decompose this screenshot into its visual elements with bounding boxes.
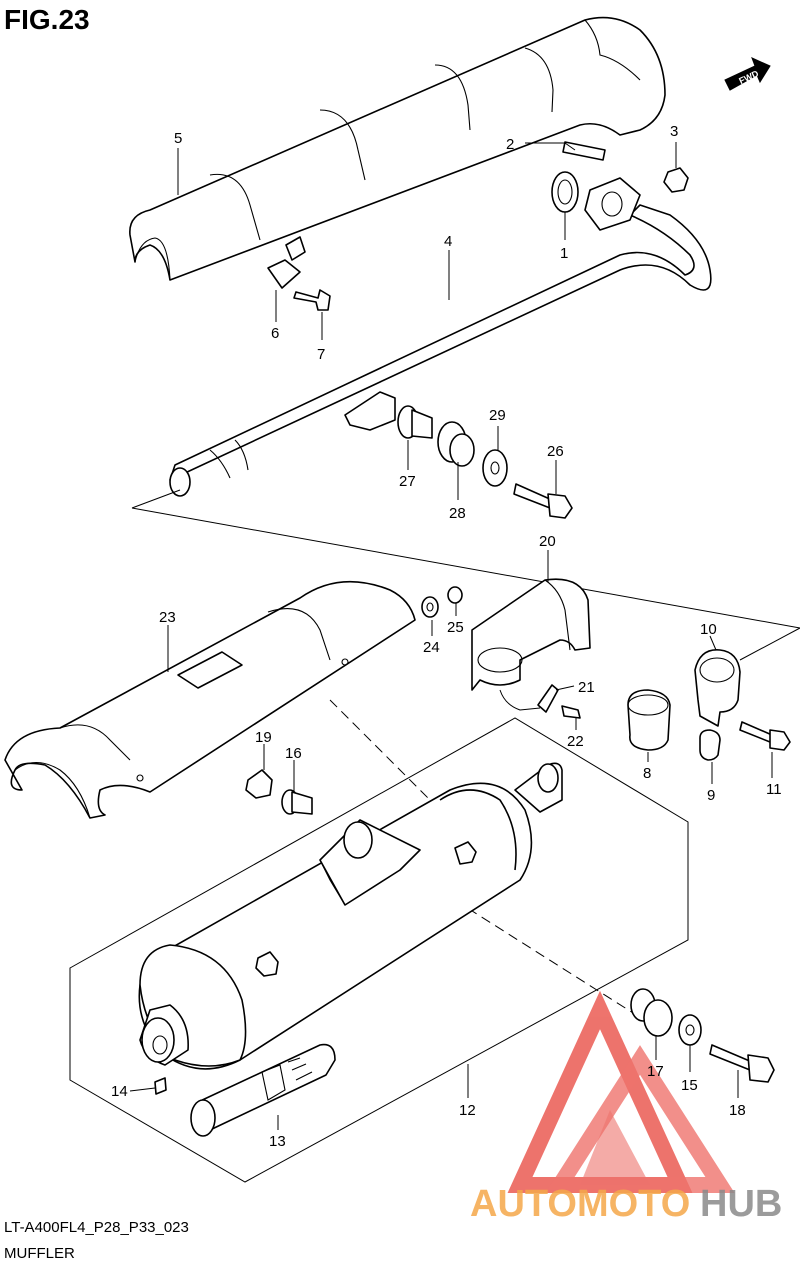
callout-8: 8 [643,765,651,782]
spacer-9 [699,729,721,761]
bushing-16 [281,789,313,815]
washer-29 [482,449,508,487]
callouts: 5 2 3 1 4 6 7 27 28 29 26 20 23 24 25 21… [111,123,782,1150]
callout-21: 21 [578,679,595,696]
heat-shield-23 [4,580,416,819]
bolt-18 [709,1044,775,1083]
exhaust-pipe-4 [169,204,712,497]
bolt-7 [293,289,331,311]
nut-3 [663,167,689,193]
callout-17: 17 [647,1063,664,1080]
callout-18: 18 [729,1102,746,1119]
callout-7: 7 [317,346,325,363]
callout-4: 4 [444,233,452,250]
callout-19: 19 [255,729,272,746]
muffler-12 [138,762,563,1070]
washer-24 [421,596,439,618]
callout-23: 23 [159,609,176,626]
callout-5: 5 [174,130,182,147]
callout-28: 28 [449,505,466,522]
callout-20: 20 [539,533,556,550]
grommet-19 [245,769,273,799]
grommet-28 [437,421,475,467]
callout-3: 3 [670,123,678,140]
washer-15 [678,1014,702,1046]
callout-2: 2 [506,136,514,153]
grommet-17 [630,988,673,1037]
callout-13: 13 [269,1133,286,1150]
callout-27: 27 [399,473,416,490]
watermark-text-part1: AUTOMOTO [470,1183,690,1225]
bracket-21 [499,684,559,713]
drawing-code: LT-A400FL4_P28_P33_023 [4,1219,189,1236]
callout-22: 22 [567,733,584,750]
screw-14 [154,1077,167,1095]
figure-title: FIG.23 [4,4,90,35]
clamp-cover-20 [471,578,591,691]
drawing-name: MUFFLER [4,1245,75,1262]
callout-26: 26 [547,443,564,460]
callout-1: 1 [560,245,568,262]
callout-14: 14 [111,1083,128,1100]
callout-24: 24 [423,639,440,656]
bolt-22 [561,705,581,719]
nut-25 [447,586,463,604]
gasket-1 [551,171,579,213]
clamp-10 [694,649,741,727]
callout-25: 25 [447,619,464,636]
watermark-logo [507,990,735,1193]
heat-shield-5 [129,16,666,281]
callout-10: 10 [700,621,717,638]
watermark-text-part2: HUB [700,1183,782,1225]
callout-9: 9 [707,787,715,804]
spark-arrester-13 [190,1043,336,1137]
forward-arrow-icon: FWD [724,57,771,91]
bushing-8 [627,689,671,751]
bolt-26 [513,483,573,519]
callout-12: 12 [459,1102,476,1119]
bracket-6 [267,236,306,289]
watermark-text: AUTOMOTO HUB [470,1183,782,1225]
flange [584,177,641,231]
bushing-27 [397,405,433,439]
callout-15: 15 [681,1077,698,1094]
muffler-assembly-frame [69,717,689,1183]
callout-6: 6 [271,325,279,342]
callout-16: 16 [285,745,302,762]
callout-29: 29 [489,407,506,424]
stud-2 [562,141,606,161]
callout-11: 11 [766,781,782,798]
bolt-11 [739,721,791,751]
